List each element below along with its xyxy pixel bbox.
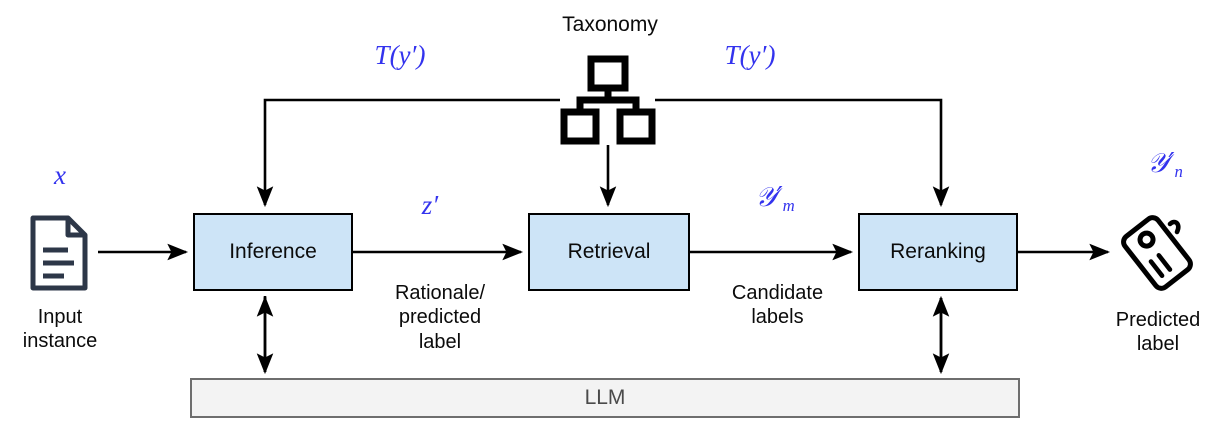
stage-label-inference: Inference (229, 240, 317, 263)
tag-icon (1120, 212, 1194, 294)
taxonomy-title: Taxonomy (562, 13, 658, 36)
edge-caption-rationale: Rationale/ predicted label (394, 282, 486, 353)
document-icon (28, 214, 90, 292)
stage-label-retrieval: Retrieval (567, 240, 651, 263)
math-label-candidate-set: 𝒴′m (720, 182, 830, 216)
math-label-predicted-set: 𝒴′n (1110, 148, 1218, 182)
stage-label-reranking: Reranking (890, 240, 986, 263)
edge-caption-candidate-labels: Candidate labels (731, 282, 824, 329)
math-candidate-subscript: m (782, 196, 795, 216)
stage-box-retrieval[interactable]: Retrieval (528, 213, 690, 291)
math-label-rationale-z: z′ (421, 190, 439, 220)
llm-label: LLM (584, 386, 626, 409)
math-label-input-x: x (54, 160, 66, 190)
math-label-taxonomy-right: T(y′) (724, 40, 776, 70)
predicted-label-caption: Predicted label (1115, 309, 1201, 356)
math-predicted-subscript: n (1174, 162, 1183, 182)
llm-backend-bar[interactable]: LLM (190, 378, 1020, 418)
math-label-taxonomy-left: T(y′) (374, 40, 426, 70)
stage-box-inference[interactable]: Inference (193, 213, 353, 291)
taxonomy-hierarchy-icon (558, 55, 658, 145)
input-instance-caption: Input instance (22, 306, 98, 353)
stage-box-reranking[interactable]: Reranking (858, 213, 1018, 291)
math-predicted-symbol: 𝒴′ (1147, 148, 1175, 179)
math-candidate-symbol: 𝒴′ (755, 182, 783, 213)
